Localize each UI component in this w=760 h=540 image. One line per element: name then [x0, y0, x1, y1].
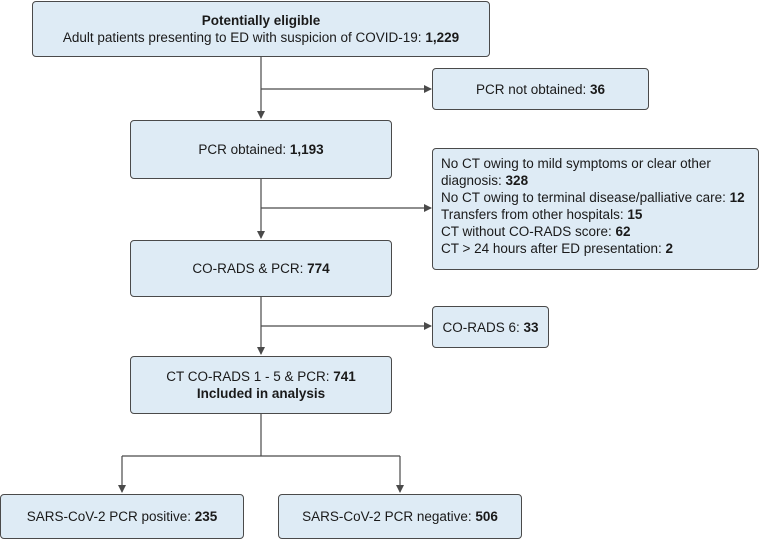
positive-text: SARS-CoV-2 PCR positive: — [26, 509, 195, 524]
pcr-obtained-count: 1,193 — [289, 142, 324, 157]
included-text: CT CO-RADS 1 - 5 & PCR: — [166, 369, 334, 384]
corads-pcr-text: CO-RADS & PCR: — [192, 261, 308, 276]
negative-text: SARS-CoV-2 PCR negative: — [302, 509, 476, 524]
box-pcr-positive: SARS-CoV-2 PCR positive: 235 — [0, 494, 244, 539]
box-included: CT CO-RADS 1 - 5 & PCR: 741 Included in … — [130, 356, 392, 414]
exclusion-item-count: 62 — [615, 224, 631, 239]
box-exclusions: No CT owing to mild symptoms or clear ot… — [432, 148, 759, 270]
exclusion-item-text: CT > 24 hours after ED presentation: — [441, 241, 666, 256]
exclusion-item-text: CT without CO-RADS score: — [441, 224, 616, 239]
exclusion-item-count: 2 — [665, 241, 674, 256]
box-potentially-eligible: Potentially eligible Adult patients pres… — [32, 1, 490, 57]
box-corads6: CO-RADS 6: 33 — [432, 306, 549, 348]
exclusion-item: No CT owing to mild symptoms or clear ot… — [441, 155, 750, 189]
exclusion-item-text: No CT owing to mild symptoms or clear ot… — [441, 156, 711, 188]
included-count: 741 — [333, 369, 356, 384]
positive-count: 235 — [194, 509, 218, 524]
negative-count: 506 — [475, 509, 498, 524]
exclusion-item: Transfers from other hospitals: 15 — [441, 206, 750, 223]
eligible-text: Adult patients presenting to ED with sus… — [62, 30, 426, 45]
box-pcr-obtained: PCR obtained: 1,193 — [130, 120, 392, 179]
box-pcr-not-obtained: PCR not obtained: 36 — [432, 68, 649, 110]
box-pcr-negative: SARS-CoV-2 PCR negative: 506 — [278, 494, 522, 539]
exclusion-item-count: 12 — [729, 190, 745, 205]
exclusion-item: No CT owing to terminal disease/palliati… — [441, 189, 750, 206]
exclusion-item-count: 15 — [627, 207, 643, 222]
pcr-not-obtained-count: 36 — [590, 81, 606, 97]
included-note: Included in analysis — [196, 386, 326, 401]
corads-pcr-count: 774 — [307, 261, 330, 276]
pcr-obtained-text: PCR obtained: — [198, 142, 290, 157]
exclusion-item: CT without CO-RADS score: 62 — [441, 223, 750, 240]
eligible-count: 1,229 — [425, 30, 460, 45]
exclusion-item-text: Transfers from other hospitals: — [441, 207, 628, 222]
exclusion-item-count: 328 — [505, 173, 529, 188]
box-corads-pcr: CO-RADS & PCR: 774 — [130, 240, 392, 297]
corads6-count: 33 — [523, 319, 539, 335]
exclusion-item-text: No CT owing to terminal disease/palliati… — [441, 190, 730, 205]
exclusion-item: CT > 24 hours after ED presentation: 2 — [441, 240, 750, 257]
eligible-title: Potentially eligible — [201, 13, 321, 28]
pcr-not-obtained-text: PCR not obtained: — [475, 81, 591, 97]
corads6-text: CO-RADS 6: — [442, 319, 524, 335]
